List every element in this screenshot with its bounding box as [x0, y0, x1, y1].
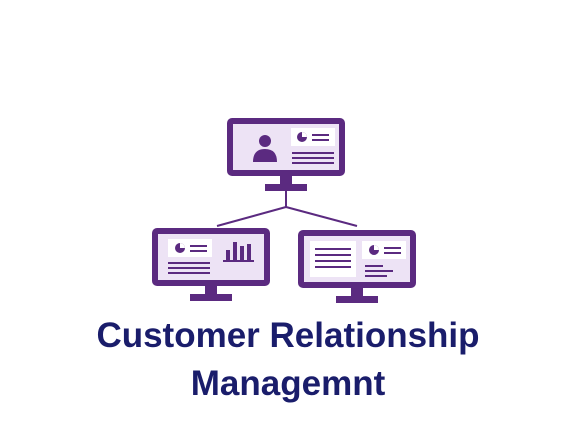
pie-chart-icon — [369, 245, 379, 255]
text-lines-icon — [292, 152, 334, 164]
crm-network-diagram — [152, 118, 416, 303]
monitor-left-base — [190, 294, 232, 301]
title-line-2: Managemnt — [190, 364, 386, 403]
pie-chart-icon — [175, 243, 185, 253]
document-icon — [310, 241, 356, 277]
monitor-top — [227, 118, 345, 191]
monitor-right-base — [336, 296, 378, 303]
monitor-bottom-right — [298, 230, 416, 303]
legend-line — [384, 252, 401, 254]
monitor-top-stand — [280, 176, 292, 184]
legend-line — [312, 139, 329, 141]
bar-chart-icon — [223, 242, 254, 262]
legend-line — [190, 245, 207, 247]
legend-line — [312, 134, 329, 136]
connector-right — [285, 206, 358, 227]
monitor-bottom-left — [152, 228, 270, 301]
legend-line — [384, 247, 401, 249]
monitor-top-base — [265, 184, 307, 191]
connector-lines — [216, 191, 358, 227]
monitor-right-stand — [351, 288, 363, 296]
monitor-left-panel — [168, 239, 212, 257]
monitor-left-stand — [205, 286, 217, 294]
title-line-1: Customer Relationship — [96, 316, 480, 355]
text-lines-icon — [168, 262, 210, 274]
monitor-right-panel — [362, 241, 406, 259]
user-profile-icon — [253, 135, 277, 162]
connector-left — [216, 206, 287, 227]
text-lines-icon — [365, 265, 393, 277]
legend-line — [190, 250, 207, 252]
pie-chart-icon — [297, 132, 307, 142]
